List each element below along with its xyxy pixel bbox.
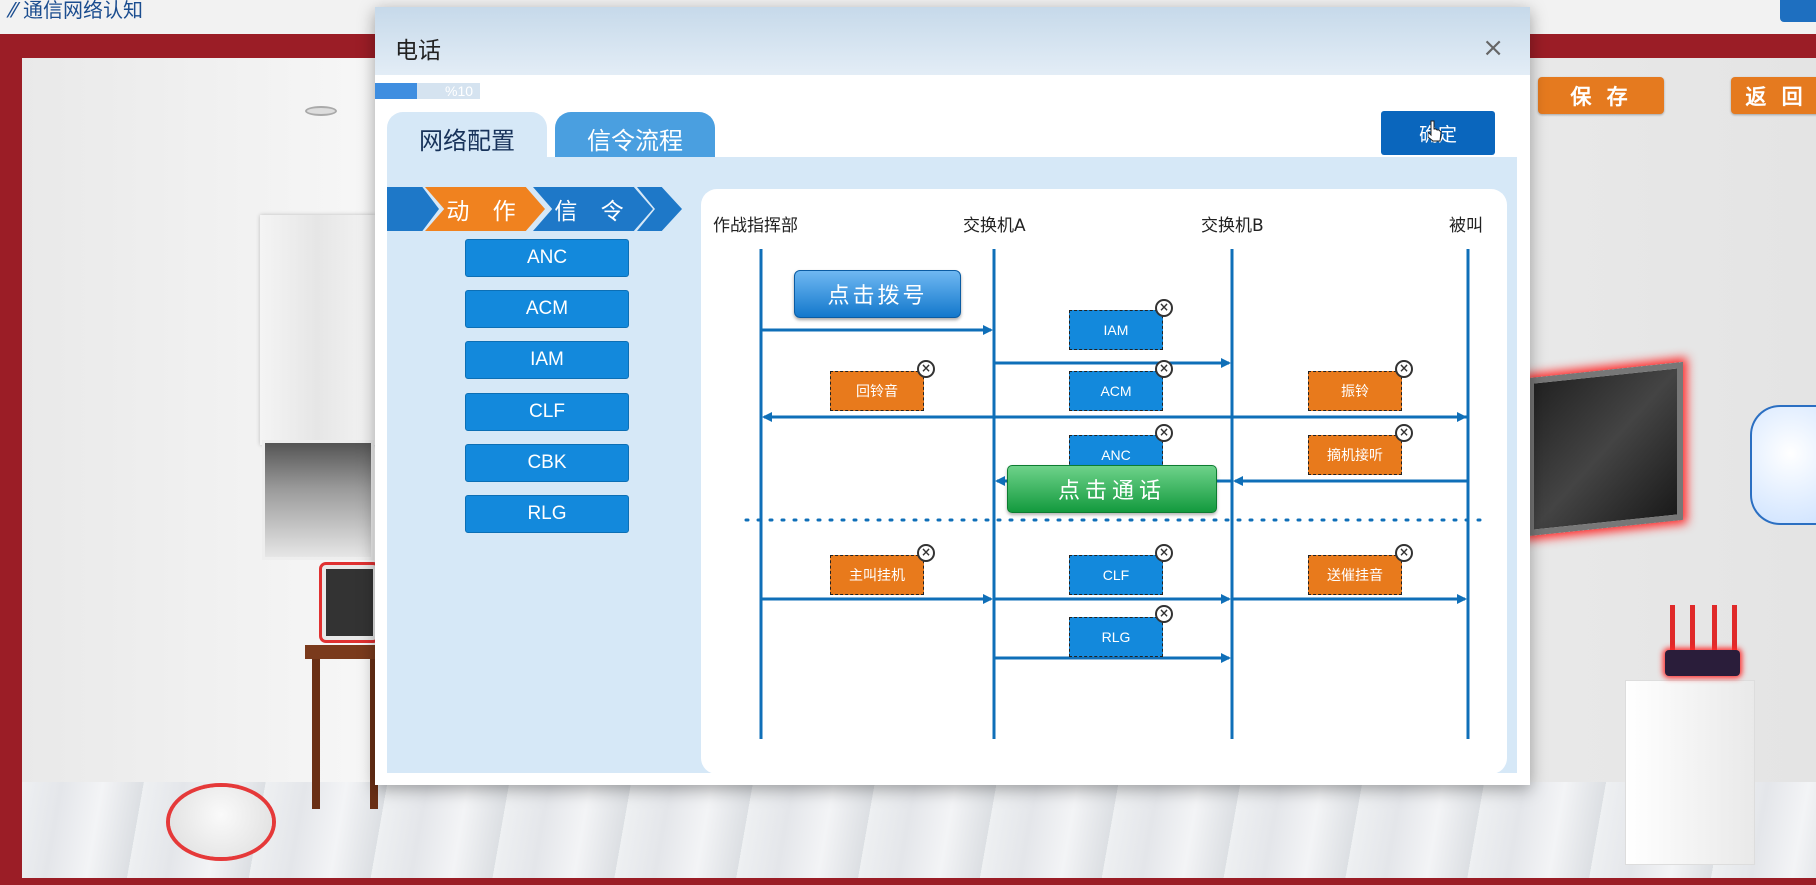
window-curtain [260, 215, 375, 445]
remove-icon[interactable]: × [917, 544, 935, 562]
diagram-lines [744, 249, 1488, 739]
progress-fill [375, 83, 417, 99]
router-antenna [1712, 605, 1717, 653]
save-button[interactable]: 保 存 [1538, 77, 1664, 114]
stool-leg [370, 659, 378, 809]
robot-vacuum-device[interactable] [170, 787, 272, 857]
tab-network-config[interactable]: 网络配置 [387, 112, 547, 164]
router-antenna [1670, 605, 1675, 653]
breadcrumb-icon: ⁄⁄ [10, 0, 24, 22]
router-antenna [1732, 605, 1737, 653]
signal-box-howler-tone[interactable]: 送催挂音 [1308, 555, 1402, 595]
window [262, 440, 374, 560]
router-device[interactable] [1665, 650, 1740, 676]
signal-box-answer[interactable]: 摘机接听 [1308, 435, 1402, 475]
back-button[interactable]: 返 回 [1731, 77, 1816, 114]
remove-icon[interactable]: × [1155, 360, 1173, 378]
signal-button-cbk[interactable]: CBK [465, 444, 629, 482]
signal-box-ringback[interactable]: 回铃音 [830, 371, 924, 411]
signal-box-iam[interactable]: IAM [1069, 310, 1163, 350]
column-label-switch-a: 交换机A [963, 216, 1026, 236]
pedestal [1625, 680, 1755, 865]
remove-icon[interactable]: × [1395, 424, 1413, 442]
progress-bar: %10 [375, 83, 480, 99]
signal-box-rlg[interactable]: RLG [1069, 617, 1163, 657]
corner-button[interactable] [1780, 0, 1816, 22]
tab-signaling-flow[interactable]: 信令流程 [555, 112, 715, 164]
router-antenna [1690, 605, 1695, 653]
laptop-device[interactable] [319, 562, 380, 643]
signal-header: 信 令 [533, 187, 653, 231]
signaling-diagram: 作战指挥部 交换机A 交换机B 被叫 点击拨号 IAM × ACM × ANC … [701, 189, 1507, 774]
action-header: 动 作 [425, 187, 545, 231]
column-label-command: 作战指挥部 [713, 216, 798, 236]
signal-button-rlg[interactable]: RLG [465, 495, 629, 533]
remove-icon[interactable]: × [1395, 360, 1413, 378]
dialog-title: 电话 [395, 38, 441, 64]
marble-floor [22, 782, 1816, 878]
signal-button-acm[interactable]: ACM [465, 290, 629, 328]
dialog-header: 电话 × [375, 7, 1530, 75]
remove-icon[interactable]: × [1155, 605, 1173, 623]
dial-button[interactable]: 点击拨号 [794, 270, 961, 318]
talk-button[interactable]: 点击通话 [1007, 465, 1217, 513]
signal-button-iam[interactable]: IAM [465, 341, 629, 379]
app-title: ⁄⁄ 通信网络认知 [10, 0, 143, 23]
stool [305, 645, 385, 659]
column-label-switch-b: 交换机B [1201, 216, 1264, 236]
remove-icon[interactable]: × [917, 360, 935, 378]
remove-icon[interactable]: × [1155, 424, 1173, 442]
signal-button-anc[interactable]: ANC [465, 239, 629, 277]
app-title-text: 通信网络认知 [23, 0, 144, 22]
close-icon[interactable]: × [1482, 33, 1504, 63]
ceiling-light [305, 106, 337, 116]
remove-icon[interactable]: × [1155, 544, 1173, 562]
stool-leg [312, 659, 320, 809]
mouse-cursor-icon [1428, 120, 1442, 142]
remove-icon[interactable]: × [1395, 544, 1413, 562]
remove-icon[interactable]: × [1155, 299, 1173, 317]
progress-text: %10 [445, 83, 474, 99]
signal-box-clf[interactable]: CLF [1069, 555, 1163, 595]
column-label-callee: 被叫 [1449, 216, 1483, 236]
television-device[interactable] [1528, 361, 1683, 537]
signal-button-clf[interactable]: CLF [465, 393, 629, 431]
robot-mascot[interactable] [1750, 405, 1816, 525]
signal-box-acm[interactable]: ACM [1069, 371, 1163, 411]
config-panel: 动 作 信 令 ANC ACM IAM CLF CBK RLG [387, 157, 1517, 774]
phone-dialog: 电话 × %10 网络配置 信令流程 确定 动 作 信 令 ANC ACM IA… [375, 7, 1530, 785]
signal-box-ringing[interactable]: 振铃 [1308, 371, 1402, 411]
signal-box-caller-hangup[interactable]: 主叫挂机 [830, 555, 924, 595]
